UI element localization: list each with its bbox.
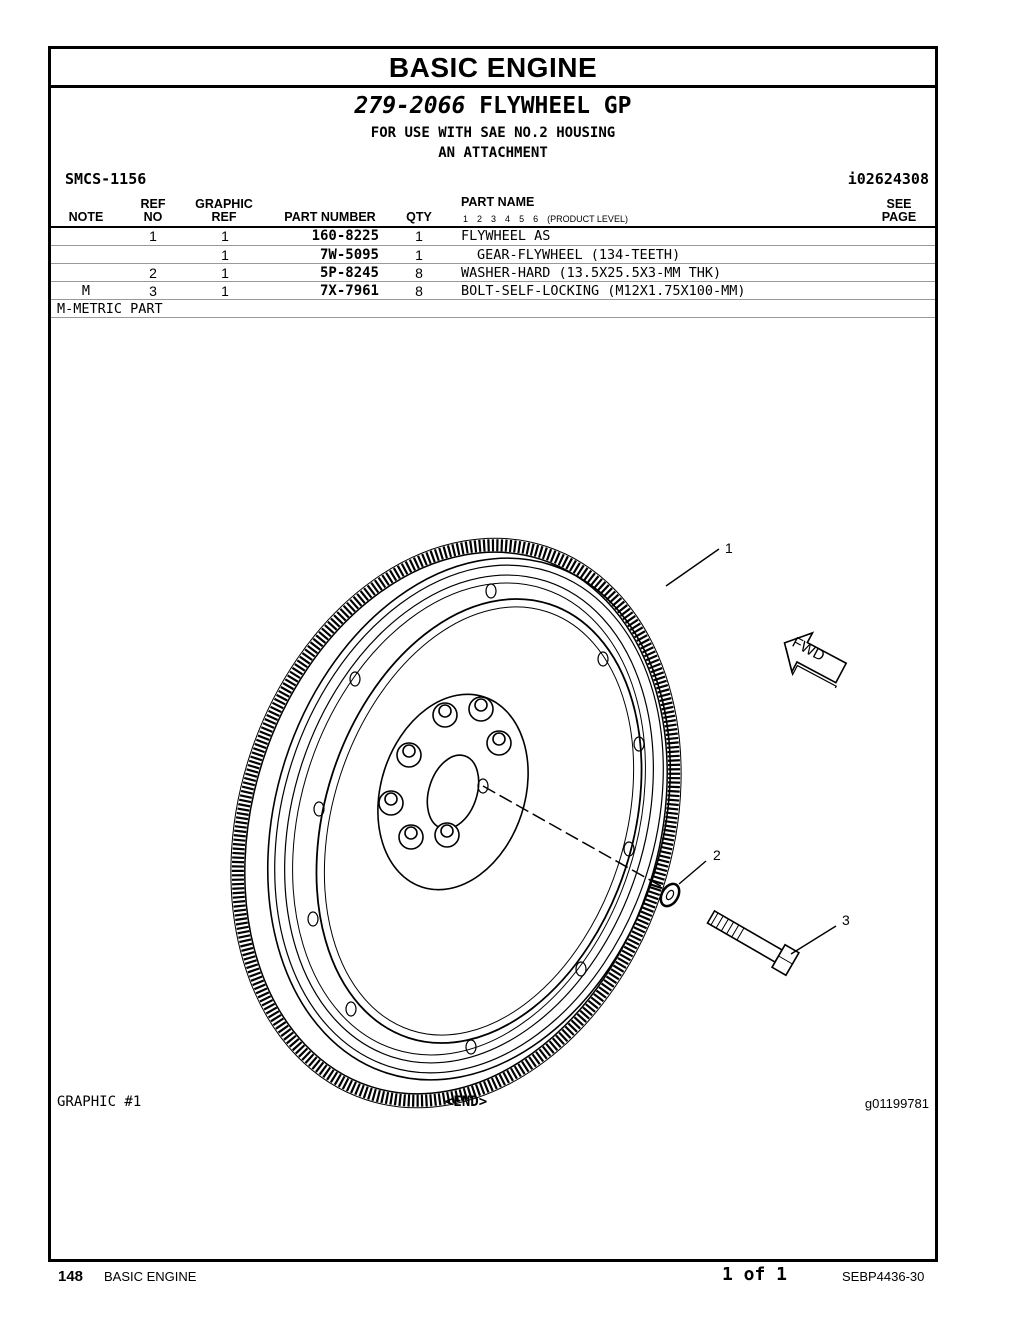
ref-no: 3 — [149, 283, 157, 299]
qty: 8 — [415, 265, 423, 281]
smcs-code: SMCS-1156 — [65, 170, 147, 188]
product-level-label: (PRODUCT LEVEL) — [547, 214, 628, 224]
level-3: 3 — [491, 214, 497, 224]
row-divider — [51, 245, 935, 246]
row-divider — [51, 263, 935, 264]
graphic-ref: 1 — [221, 228, 229, 244]
row-divider — [51, 317, 935, 318]
qty: 8 — [415, 283, 423, 299]
row-divider — [51, 281, 935, 282]
col-graphic-ref: GRAPHIC REF — [189, 198, 259, 224]
flywheel-illustration: 1 2 3 FWD — [230, 537, 850, 1109]
graphic-ref: 1 — [221, 265, 229, 281]
level-5: 5 — [519, 214, 525, 224]
part-name: FLYWHEEL AS — [461, 228, 551, 244]
part-number: 160-8225 — [311, 228, 379, 244]
col-ref-no: REF NO — [133, 198, 173, 224]
publication-number: SEBP4436-30 — [842, 1269, 925, 1284]
metric-note: M-METRIC PART — [57, 301, 163, 317]
note: M — [81, 283, 91, 299]
part-name: WASHER-HARD (13.5X25.5X3-MM THK) — [461, 265, 722, 281]
illustration-id: i02624308 — [847, 170, 929, 188]
page-number: 148 — [58, 1268, 84, 1285]
end-marker: <END> — [445, 1094, 488, 1110]
part-number: 7X-7961 — [319, 283, 379, 299]
col-part-name: PART NAME — [461, 195, 535, 209]
col-graphic-ref-line2: REF — [211, 210, 237, 224]
callout-2: 2 — [713, 847, 721, 863]
qty: 1 — [415, 228, 423, 244]
group-number: 279-2066 — [354, 93, 466, 119]
level-4: 4 — [505, 214, 511, 224]
row-divider — [51, 299, 935, 300]
graphic-id: g01199781 — [864, 1096, 929, 1111]
part-number: 5P-8245 — [319, 265, 379, 281]
ref-no: 2 — [149, 265, 157, 281]
callout-1: 1 — [725, 540, 733, 556]
col-ref-no-line1: REF — [140, 197, 166, 211]
level-2: 2 — [477, 214, 483, 224]
col-ref-no-line2: NO — [143, 210, 163, 224]
group-name: FLYWHEEL GP — [479, 93, 632, 119]
level-1: 1 — [463, 214, 469, 224]
group-title: 279-2066 FLYWHEEL GP — [51, 93, 935, 119]
part-name: GEAR-FLYWHEEL (134-TEETH) — [477, 247, 681, 263]
part-number: 7W-5095 — [319, 247, 379, 263]
callout-3: 3 — [842, 912, 850, 928]
col-see-page-line1: SEE — [886, 197, 912, 211]
section-title: BASIC ENGINE — [51, 49, 935, 88]
ref-no: 1 — [149, 228, 157, 244]
qty: 1 — [415, 247, 423, 263]
col-part-number: PART NUMBER — [284, 210, 376, 224]
col-note: NOTE — [68, 210, 104, 224]
page-frame: BASIC ENGINE 279-2066 FLYWHEEL GP FOR US… — [48, 46, 938, 1262]
graphic-ref: 1 — [221, 283, 229, 299]
graphic-label: GRAPHIC #1 — [57, 1094, 142, 1110]
level-6: 6 — [533, 214, 539, 224]
usage-line-2: AN ATTACHMENT — [438, 145, 548, 161]
col-graphic-ref-line1: GRAPHIC — [195, 197, 253, 211]
table-header-rule — [51, 226, 935, 228]
usage-line-1: FOR USE WITH SAE NO.2 HOUSING — [370, 125, 616, 141]
col-see-page: SEE PAGE — [873, 198, 925, 224]
page-of: 1 of 1 — [722, 1264, 788, 1285]
graphic-ref: 1 — [221, 247, 229, 263]
col-see-page-line2: PAGE — [881, 210, 917, 224]
part-name: BOLT-SELF-LOCKING (M12X1.75X100-MM) — [461, 283, 746, 299]
footer-section: BASIC ENGINE — [104, 1269, 197, 1284]
col-qty: QTY — [406, 210, 432, 224]
